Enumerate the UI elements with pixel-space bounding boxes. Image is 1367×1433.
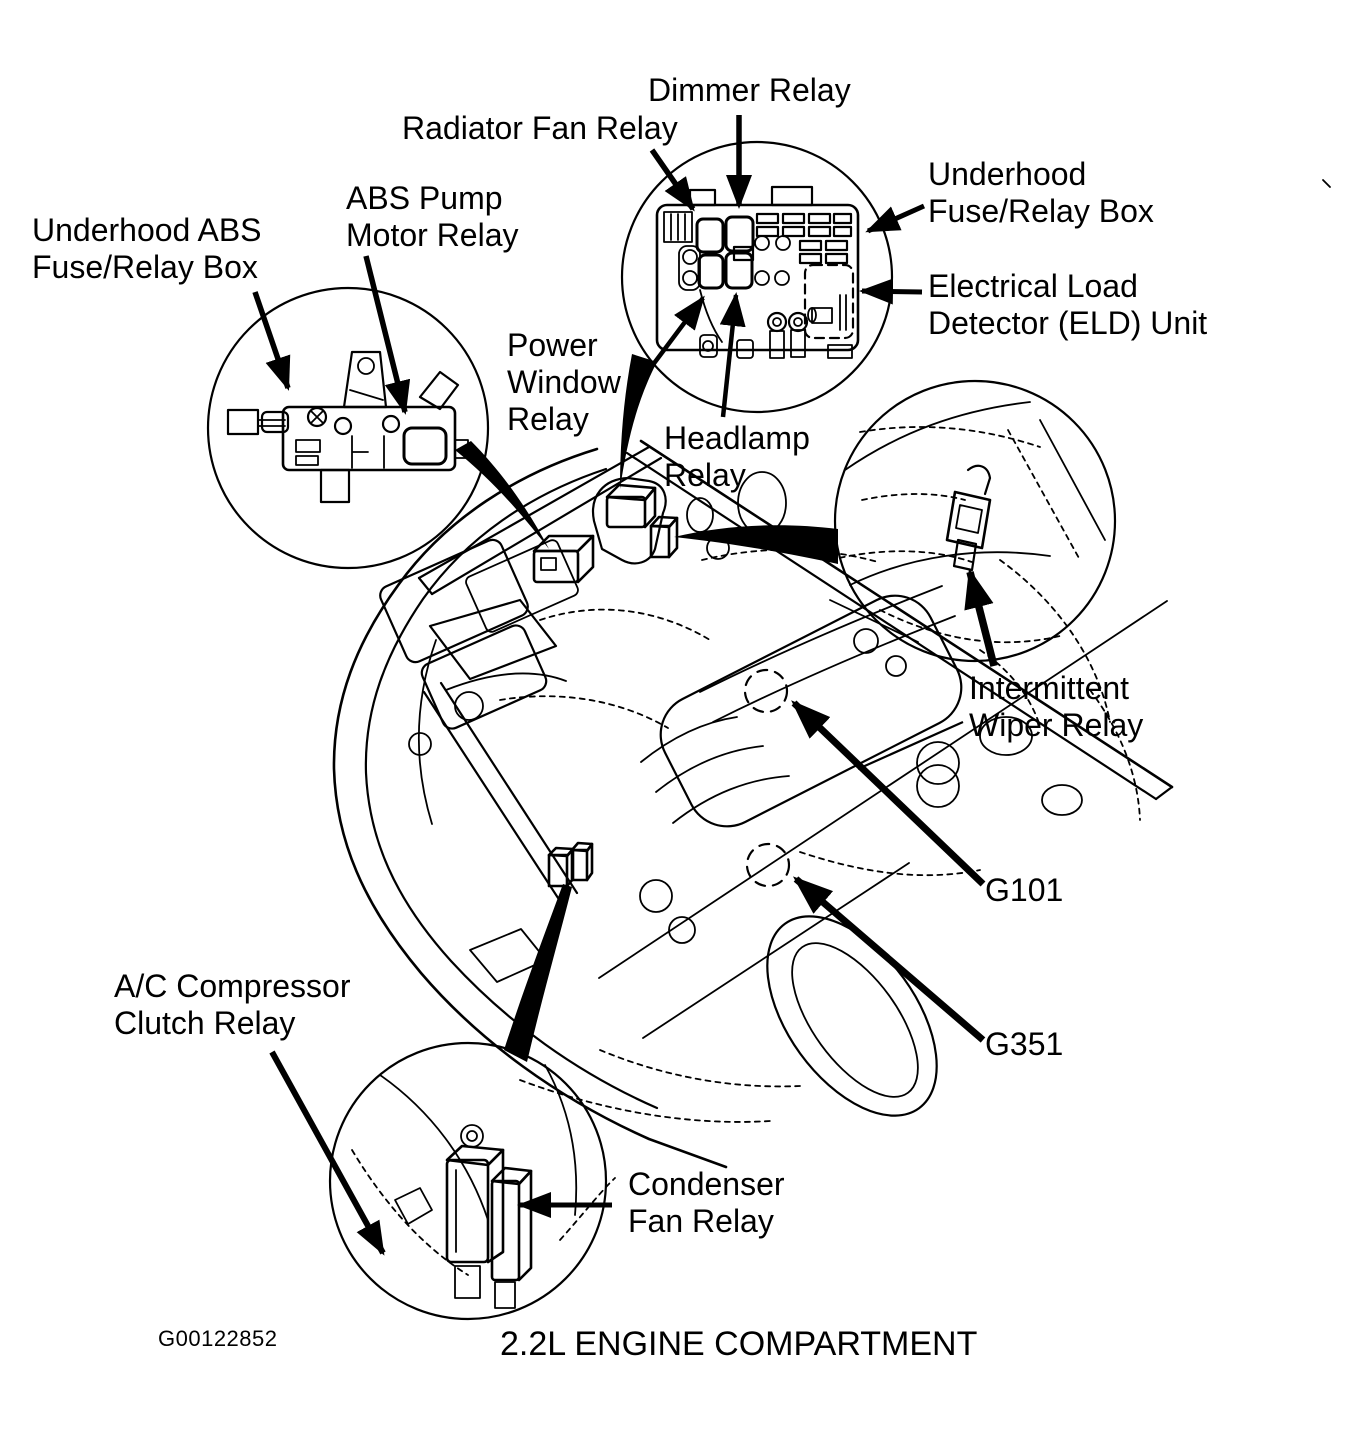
- label-line: G351: [985, 1026, 1064, 1062]
- label-line: Clutch Relay: [114, 1005, 296, 1041]
- wiper-relay-detail-circle: [833, 379, 1117, 663]
- label-power-window-relay: Power Window Relay: [507, 327, 621, 438]
- label-g351: G351: [985, 1026, 1063, 1063]
- radiator-fan-relay-arrow: [649, 148, 696, 212]
- label-line: A/C Compressor: [114, 968, 351, 1004]
- label-headlamp-relay: Headlamp Relay: [664, 420, 810, 494]
- label-line: Relay: [507, 401, 589, 437]
- abs-pump-motor-relay-arrow: [363, 255, 411, 415]
- label-line: Dimmer Relay: [648, 72, 851, 108]
- label-line: Underhood: [928, 156, 1087, 192]
- label-line: Power: [507, 327, 598, 363]
- condenser-relay-detail-circle: [328, 1041, 616, 1321]
- label-line: Electrical Load: [928, 268, 1138, 304]
- power-window-relay-location: [532, 534, 595, 584]
- label-line: Fuse/Relay Box: [928, 193, 1154, 229]
- eld-unit-arrow: [859, 278, 923, 305]
- label-line: Underhood ABS: [32, 212, 262, 248]
- wiper-relay-detail-arrow: [964, 568, 998, 667]
- label-abs-pump-motor-relay: ABS Pump Motor Relay: [346, 180, 519, 254]
- label-underhood-abs-fuse-relay-box: Underhood ABS Fuse/Relay Box: [32, 212, 262, 286]
- g101-arrow: [791, 700, 986, 887]
- print-artifact-mark: [1322, 179, 1331, 188]
- label-line: Motor Relay: [346, 217, 519, 253]
- label-line: Radiator Fan Relay: [402, 110, 678, 146]
- label-line: Intermittent: [969, 670, 1130, 706]
- g351-ground-marker: [745, 842, 791, 888]
- label-line: Relay: [664, 457, 746, 493]
- headlamp-relay-location: [591, 476, 679, 565]
- label-eld-unit: Electrical Load Detector (ELD) Unit: [928, 268, 1207, 342]
- figure-id: G00122852: [158, 1320, 278, 1357]
- label-radiator-fan-relay: Radiator Fan Relay: [402, 110, 678, 147]
- label-intermittent-wiper-relay: Intermittent Wiper Relay: [969, 670, 1143, 744]
- g351-arrow: [792, 876, 986, 1043]
- underhood-fuse-box-detail-circle: [620, 140, 894, 414]
- label-g101: G101: [985, 872, 1063, 909]
- label-line: 2.2L ENGINE COMPARTMENT: [500, 1325, 978, 1363]
- headlamp-relay-arrow: [719, 292, 746, 418]
- label-condenser-fan-relay: Condenser Fan Relay: [628, 1166, 785, 1240]
- callout-connector-bands: [455, 354, 838, 1062]
- headlamp-relay-slot: [724, 251, 754, 290]
- label-line: ABS Pump: [346, 180, 503, 216]
- underhood-abs-box-arrow: [252, 291, 291, 391]
- label-ac-compressor-clutch-relay: A/C Compressor Clutch Relay: [114, 968, 351, 1042]
- label-line: Detector (ELD) Unit: [928, 305, 1208, 341]
- eld-unit-outline: [803, 263, 855, 340]
- label-line: Fuse/Relay Box: [32, 249, 258, 285]
- g101-ground-marker: [743, 668, 789, 714]
- label-line: Headlamp: [664, 420, 810, 456]
- power-window-relay-slot: [697, 253, 725, 290]
- underhood-fuse-box-arrow: [865, 203, 926, 234]
- label-underhood-fuse-relay-box: Underhood Fuse/Relay Box: [928, 156, 1154, 230]
- figure-caption: 2.2L ENGINE COMPARTMENT: [500, 1326, 977, 1363]
- label-dimmer-relay: Dimmer Relay: [648, 72, 851, 109]
- dimmer-relay-slot: [724, 215, 755, 253]
- label-line: G00122852: [158, 1326, 278, 1351]
- abs-fuse-box-detail-circle: [206, 286, 490, 570]
- power-window-relay-arrow: [632, 295, 705, 392]
- label-line: Fan Relay: [628, 1203, 774, 1239]
- ac-clutch-relay-arrow: [269, 1050, 386, 1256]
- label-line: Wiper Relay: [969, 707, 1144, 743]
- wiper-relay-leader-line: [857, 720, 964, 771]
- label-line: G101: [985, 872, 1064, 908]
- radiator-fan-relay-slot: [695, 217, 725, 254]
- label-line: Condenser: [628, 1166, 785, 1202]
- label-line: Window: [507, 364, 621, 400]
- ac-condenser-relay-location: [547, 841, 594, 888]
